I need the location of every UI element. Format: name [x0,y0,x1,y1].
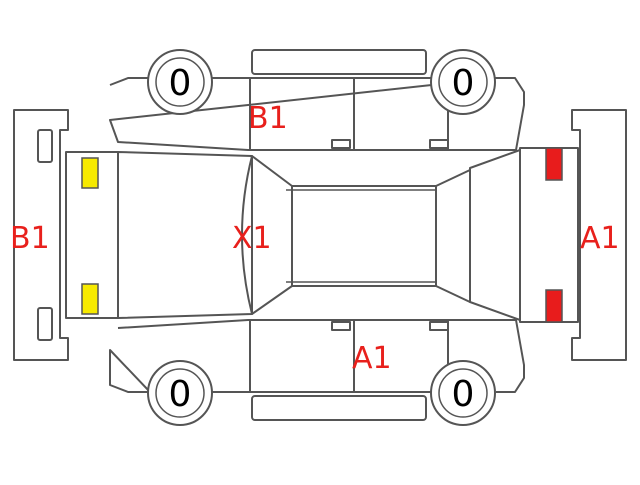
trunk [469,149,521,321]
tire-front-left-value: 0 [169,63,192,104]
headlight-left [81,157,99,189]
code-left-side-upper: B1 [248,101,288,136]
windshield [241,155,293,315]
front-bumper [13,109,69,361]
top-sill [251,49,427,75]
taillight-right [545,289,563,323]
code-rear: A1 [580,221,620,256]
tire-rear-right-value: 0 [452,374,475,415]
tire-rear-left-value: 0 [452,63,475,104]
code-roof: X1 [232,221,272,256]
bottom-side-panel [109,319,525,393]
rear-bumper [571,109,627,361]
rear-window [435,169,471,303]
headlight-right [81,283,99,315]
tire-rear-left [430,49,496,115]
tire-rear-right [430,360,496,426]
tire-front-left [147,49,213,115]
roof [291,185,437,287]
bottom-sill [251,395,427,421]
taillight-left [545,147,563,181]
code-front: B1 [10,221,50,256]
code-right-side-lower: A1 [352,341,392,376]
tire-front-right-value: 0 [169,374,192,415]
tire-front-right [147,360,213,426]
